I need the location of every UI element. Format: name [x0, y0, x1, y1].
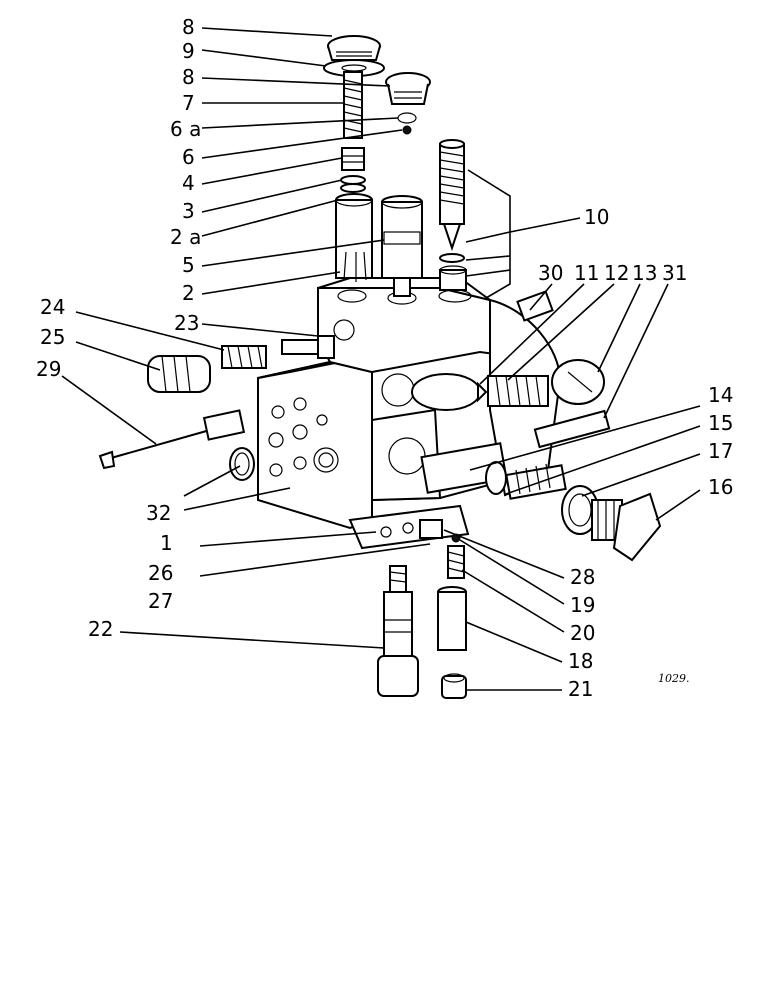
spring-7 [343, 71, 363, 139]
callout-28: 28 [570, 565, 595, 589]
plate-26-27 [348, 504, 470, 550]
valve-22 [377, 565, 419, 697]
callout-25: 25 [40, 325, 65, 349]
element-5 [381, 195, 423, 297]
callout-17: 17 [708, 439, 733, 463]
valve-11-spring-12-plug-13 [411, 359, 605, 411]
callout-29: 29 [36, 357, 61, 381]
plug-8-second [385, 72, 431, 105]
oring-32 [229, 447, 255, 481]
ball-19-spring-20 [447, 533, 465, 579]
ball-6 [397, 112, 417, 135]
leader-lines [61, 27, 701, 691]
valve-4 [341, 147, 365, 171]
callout-14: 14 [708, 383, 733, 407]
stud-31 [533, 409, 611, 449]
callout-13: 13 [632, 261, 657, 285]
callout-15: 15 [708, 411, 733, 435]
callout-labels: 8 9 8 7 6 a 6 4 3 2 a 5 2 23 24 25 29 10… [36, 15, 733, 701]
callout-3: 3 [182, 199, 195, 223]
callout-8-top: 8 [182, 15, 195, 39]
pin-29 [98, 409, 246, 470]
callout-2: 2 [182, 281, 195, 305]
callout-9: 9 [182, 39, 195, 63]
callout-11: 11 [574, 261, 599, 285]
callout-20: 20 [570, 621, 595, 645]
callout-26: 26 [148, 561, 173, 585]
callout-1: 1 [160, 531, 173, 555]
callout-32: 32 [146, 501, 171, 525]
top-plug-8 [327, 35, 381, 61]
callout-27: 27 [148, 589, 173, 613]
callout-6a: 6 a [170, 117, 201, 141]
screw-30 [516, 290, 554, 322]
callout-30: 30 [538, 261, 563, 285]
left-spring-24-plug-25 [147, 345, 267, 393]
adjuster-10 [439, 139, 467, 291]
callout-12: 12 [604, 261, 629, 285]
callout-31: 31 [662, 261, 687, 285]
callout-4: 4 [182, 171, 195, 195]
nut-21 [441, 673, 467, 699]
plug-16 [591, 492, 662, 562]
callout-24: 24 [40, 295, 65, 319]
callout-10: 10 [584, 205, 609, 229]
figure-reference: 1029. [658, 672, 690, 685]
cylinder-2a [335, 193, 373, 282]
callout-6: 6 [182, 145, 195, 169]
callout-18: 18 [568, 649, 593, 673]
callout-8: 8 [182, 65, 195, 89]
ring-3 [340, 175, 366, 193]
callout-23: 23 [174, 311, 199, 335]
valve-23 [281, 335, 335, 359]
sleeve-18 [437, 586, 467, 651]
callout-19: 19 [570, 593, 595, 617]
callout-22: 22 [88, 617, 113, 641]
callout-5: 5 [182, 253, 195, 277]
callout-2a: 2 a [170, 225, 201, 249]
callout-7: 7 [182, 91, 195, 115]
callout-21: 21 [568, 677, 593, 701]
callout-16: 16 [708, 475, 733, 499]
